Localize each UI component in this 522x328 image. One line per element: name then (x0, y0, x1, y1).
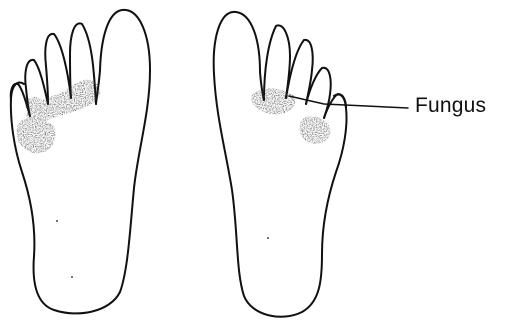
fungus-label: Fungus (415, 94, 486, 118)
right-foot (214, 12, 347, 317)
left-foot-sole (11, 10, 150, 314)
right-foot-sole (214, 12, 347, 317)
left-foot (11, 10, 150, 314)
left-foot-fungus (17, 80, 101, 154)
